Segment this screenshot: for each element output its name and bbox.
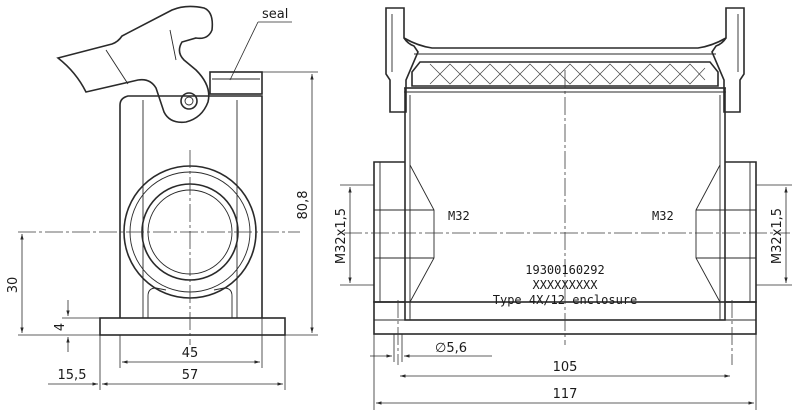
- right-top-latch: [711, 7, 745, 113]
- dim-base-thickness: 4: [53, 323, 68, 331]
- side-base-plate: [99, 317, 286, 336]
- dim-entry-height: 30: [6, 277, 21, 294]
- lever-pivot: [180, 92, 198, 110]
- side-housing-body: [119, 95, 263, 318]
- thread-label-right: M32: [652, 209, 674, 223]
- thread-label-left: M32: [448, 209, 470, 223]
- corrugated-seal: [429, 63, 706, 85]
- left-top-latch: [385, 7, 419, 113]
- seal-strip: [209, 71, 263, 95]
- locking-lever: [56, 5, 214, 124]
- seal-label: seal: [262, 7, 288, 22]
- left-cable-entry: [373, 161, 405, 303]
- hole-dim: ∅5,6: [435, 341, 467, 356]
- dim-offset: 15,5: [58, 368, 87, 383]
- dim-hole-spacing: 105: [553, 360, 578, 375]
- dim-height: 80,8: [296, 191, 311, 220]
- part-number: 19300160292: [525, 263, 604, 277]
- entry-dim-right: M32x1,5: [770, 208, 785, 264]
- front-view: M32 M32 19300160292 XXXXXXXXX Type 4X/12…: [334, 7, 792, 410]
- enclosure-rating: Type 4X/12 enclosure: [493, 293, 638, 307]
- right-cable-entry: [725, 161, 757, 303]
- dim-base-inner-width: 45: [182, 346, 199, 361]
- entry-dim-left: M32x1,5: [334, 208, 349, 264]
- dim-base-width: 57: [182, 368, 199, 383]
- side-view: seal 80,8 30 4 45 57 15,5: [6, 5, 318, 390]
- serial-placeholder: XXXXXXXXX: [532, 278, 598, 292]
- dim-overall-width: 117: [553, 387, 578, 402]
